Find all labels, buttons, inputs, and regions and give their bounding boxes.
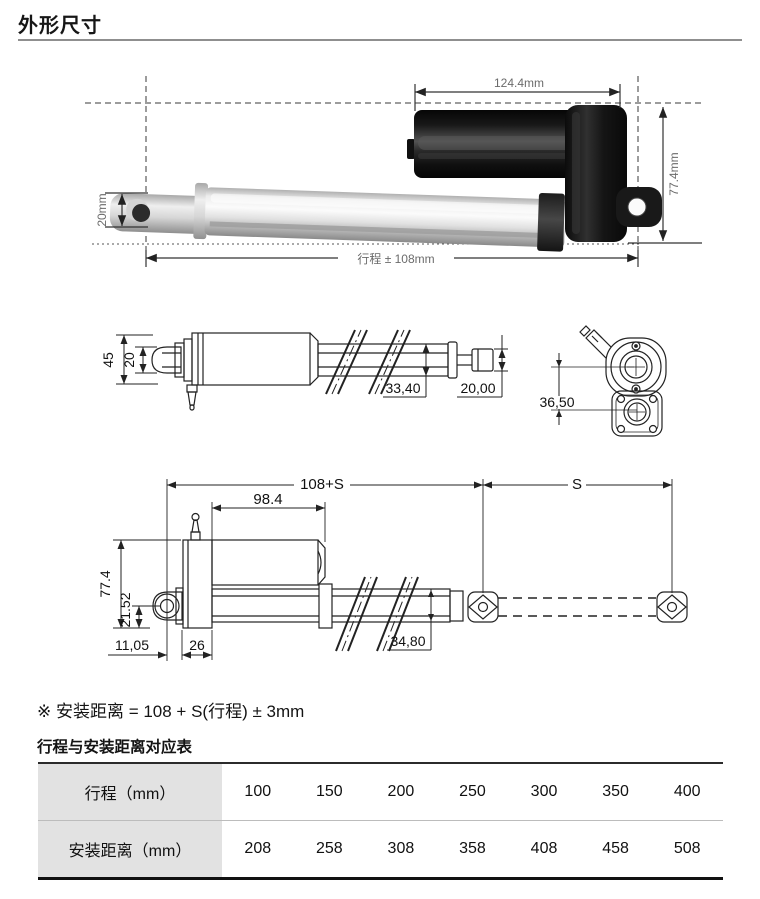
gearbox — [565, 105, 627, 242]
install-distance-note: ※ 安装距离 = 108 + S(行程) ± 3mm — [37, 702, 305, 721]
dim-label-hole-spacing: 36,50 — [539, 394, 574, 410]
side-view-outline — [151, 332, 494, 411]
rear-mount-hole — [627, 197, 647, 217]
stroke-value: 100 — [222, 763, 294, 821]
side-view-drawing: 45 20 33,40 20,00 — [100, 325, 667, 437]
dim-label-tube-dia-2: 34,80 — [390, 633, 425, 649]
photo-view: 124.4mm 77.4mm 20mm 行程 ± 108mm — [85, 76, 703, 267]
stroke-value: 150 — [293, 763, 366, 821]
dim-label-body-height: 45 — [100, 352, 116, 368]
distance-value: 408 — [530, 840, 558, 857]
stroke-value: 350 — [579, 763, 652, 821]
distance-value: 458 — [602, 840, 629, 857]
distance-value: 258 — [315, 840, 343, 857]
table-row-stroke: 行程（mm） 100 150 200 250 300 350 400 — [38, 763, 723, 821]
distance-value: 208 — [244, 840, 272, 857]
row-label-stroke: 行程（mm） — [38, 763, 222, 821]
end-view: 36,50 — [536, 325, 667, 437]
dim-label-motor-length: 124.4mm — [494, 76, 544, 90]
dim-label-install-total: 108+S — [300, 476, 344, 493]
stroke-value: 400 — [651, 763, 723, 821]
front-collar — [193, 182, 209, 240]
dim-label-rod-end-dia: 20,00 — [460, 380, 495, 396]
motor-nub — [407, 139, 415, 159]
stroke-distance-table: 行程（mm） 100 150 200 250 300 350 400 安装距离（… — [38, 762, 723, 880]
stroke-value: 200 — [365, 763, 437, 821]
dimension-drawings: 124.4mm 77.4mm 20mm 行程 ± 108mm — [85, 76, 703, 661]
title-divider — [18, 39, 742, 41]
actuator-photo — [109, 105, 662, 252]
table-row-install-distance: 安装距离（mm） 208 258 308 358 408 458 508 — [38, 820, 723, 879]
dim-label-block-width: 26 — [189, 637, 205, 653]
end-view-outline — [579, 325, 667, 437]
dim-label-install-height: 77.4 — [97, 570, 113, 597]
dim-label-rod-dia: 20mm — [95, 193, 109, 226]
break-lines — [325, 329, 411, 395]
dim-label-clevis-height: 20 — [121, 352, 137, 368]
dim-label-height: 77.4mm — [667, 152, 681, 195]
install-view-outline — [152, 512, 688, 629]
row-label-install-distance: 安装距离（mm） — [38, 820, 222, 879]
stroke-value: 250 — [436, 763, 509, 821]
page-title: 外形尺寸 — [18, 15, 102, 37]
dim-label-rear-offset: 11,05 — [115, 637, 149, 653]
dim-label-stroke: 行程 ± 108mm — [357, 251, 434, 266]
distance-value: 308 — [387, 840, 415, 857]
rear-collar — [537, 192, 565, 252]
dim-label-tube-dia: 33,40 — [385, 380, 420, 396]
dim-label-body-length: 98.4 — [253, 491, 282, 508]
dim-label-pivot-offset: 21.52 — [117, 592, 133, 627]
rod-eyelet-hole — [132, 203, 151, 222]
stroke-value: 300 — [508, 763, 580, 821]
install-dim-lines — [108, 481, 672, 659]
dim-label-stroke-s: S — [572, 476, 582, 493]
distance-value: 508 — [673, 840, 701, 857]
tube-dia-dimension: 34,80 — [387, 589, 434, 651]
installation-view-drawing: 108+S S 98.4 77.4 21.52 11,05 26 — [97, 476, 688, 661]
table-title: 行程与安装距离对应表 — [37, 739, 193, 756]
side-view-dimensions — [116, 334, 508, 398]
distance-value: 358 — [459, 840, 486, 857]
break-lines-2 — [335, 576, 419, 652]
